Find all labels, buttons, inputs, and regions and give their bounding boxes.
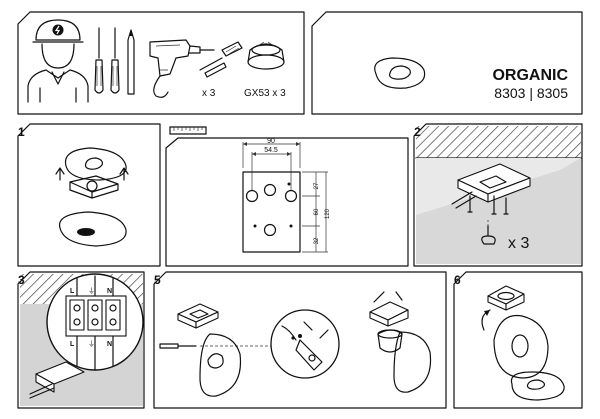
step-1-panel: 1 [17,123,161,267]
drill-icon [149,39,215,98]
terminal-L-top: L [70,288,75,295]
wall-plug-icon [199,41,243,78]
dim-height-top: 27 [314,182,320,189]
terminal-earth-bottom: ⏚ [88,340,95,348]
step-3-panel: 3 L ⏚ N L ⏚ N [17,271,145,409]
dim-height-total: 120 [325,208,331,219]
dim-height-bottom: 32 [314,237,320,244]
product-models: 8303 | 8305 [494,85,568,101]
product-name: ORGANIC [492,67,568,84]
bulb-label: GX53 x 3 [244,88,286,99]
step-3-number: 3 [18,273,25,287]
gx53-bulb-icon [247,41,285,70]
dimensions-panel: 90 54.5 27 60 32 120 [165,126,409,267]
step-1-number: 1 [18,125,25,139]
wire-zoom-circle [270,309,340,379]
dim-height-mid: 60 [314,208,320,215]
step-6-number: 6 [454,273,461,287]
screwdriver-flat-icon [94,27,104,94]
terminal-N-top: N [107,288,112,295]
dim-width-inner: 54.5 [264,147,278,154]
screws-count-label: x 3 [202,88,216,99]
terminal-L-bottom: L [70,341,75,348]
pencil-icon [127,29,135,95]
dim-width-outer: 90 [267,138,275,145]
step-2-number: 2 [414,125,421,139]
ruler-icon [169,126,207,135]
screwdriver-cross-icon [110,27,120,94]
tools-panel: x 3 GX53 x 3 [17,11,305,115]
step-2-screws-count: x 3 [508,235,529,252]
lamp-top-view-icon [374,57,426,89]
product-panel: ORGANIC 8303 | 8305 [311,11,583,115]
step-5-number: 5 [154,273,161,287]
terminal-N-bottom: N [107,341,112,348]
step-2-panel: 2 x 3 [413,123,583,267]
step-5-panel: 5 [153,271,447,409]
electrician-icon [27,19,89,103]
terminal-earth-top: ⏚ [88,287,95,295]
step-6-panel: 6 [453,271,583,409]
